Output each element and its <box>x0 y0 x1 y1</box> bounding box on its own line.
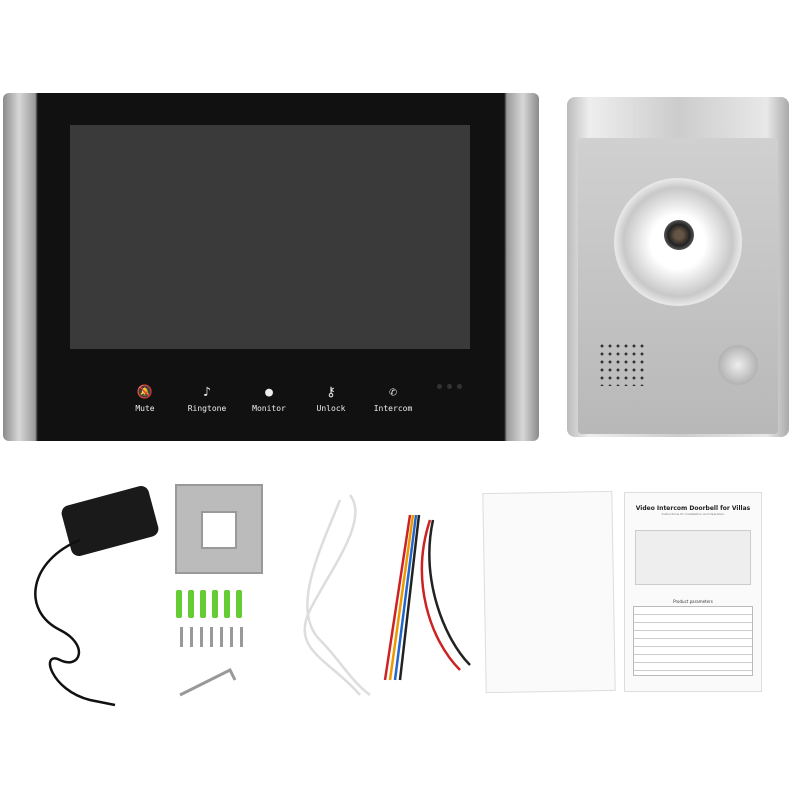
screw <box>190 627 193 647</box>
hex-key <box>179 667 237 697</box>
screw <box>240 627 243 647</box>
speaker-grille <box>598 342 648 386</box>
intercom-button[interactable]: ✆ Intercom <box>363 385 423 414</box>
wall-anchor <box>224 590 230 618</box>
instruction-manual: Video Intercom Doorbell for Villas Instr… <box>624 492 762 692</box>
ringtone-button[interactable]: ♪ Ringtone <box>177 385 237 414</box>
connection-wires <box>303 494 471 696</box>
indicator-led <box>437 384 442 389</box>
wall-anchor <box>236 590 242 618</box>
monitor-screen <box>70 125 470 349</box>
wall-anchor <box>212 590 218 618</box>
screw <box>230 627 233 647</box>
adapter-cable <box>34 538 116 707</box>
camera-lens <box>664 220 694 250</box>
screw <box>210 627 213 647</box>
wall-anchor <box>200 590 206 618</box>
phone-icon: ✆ <box>389 385 397 400</box>
wall-anchor <box>188 590 194 618</box>
mute-label: Mute <box>135 404 155 413</box>
screw <box>200 627 203 647</box>
screw <box>180 627 183 647</box>
call-button[interactable] <box>718 345 758 385</box>
monitor-label: Monitor <box>252 404 286 413</box>
mute-button[interactable]: 🔕 Mute <box>115 385 175 414</box>
screw <box>220 627 223 647</box>
music-note-icon: ♪ <box>203 385 211 400</box>
ringtone-label: Ringtone <box>187 404 227 413</box>
manual-table-title: Product parameters <box>673 599 713 604</box>
key-icon: ⚷ <box>326 385 336 400</box>
mounting-bracket <box>175 484 263 574</box>
bell-muted-icon: 🔕 <box>136 385 154 400</box>
wall-anchor <box>176 590 182 618</box>
person-icon: ● <box>265 385 273 400</box>
monitor-button[interactable]: ● Monitor <box>239 385 299 414</box>
installation-sheet <box>482 490 616 694</box>
unlock-button[interactable]: ⚷ Unlock <box>301 385 361 414</box>
manual-product-image <box>635 530 751 585</box>
unlock-label: Unlock <box>316 404 346 413</box>
manual-subtitle: Instructions for Installation and Operat… <box>661 512 725 516</box>
intercom-label: Intercom <box>373 404 413 413</box>
parameter-table <box>633 606 753 676</box>
indicator-led <box>457 384 462 389</box>
manual-title: Video Intercom Doorbell for Villas <box>635 505 751 512</box>
indicator-led <box>447 384 452 389</box>
